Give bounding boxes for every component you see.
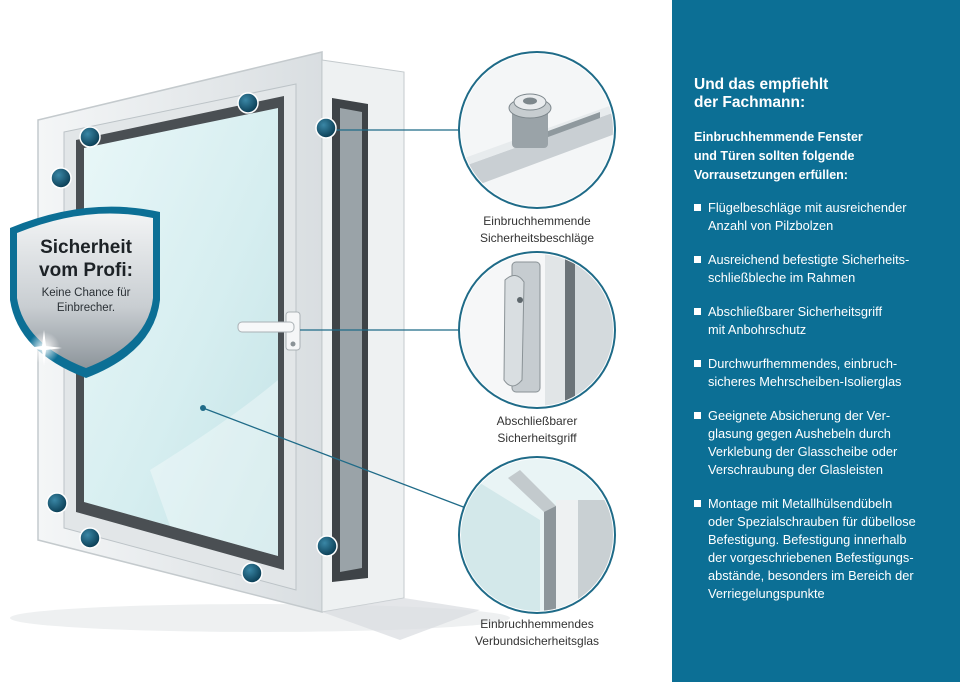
caption-security-glass: Einbruchhemmendes Verbundsicherheitsglas — [437, 616, 637, 650]
shield-inner — [17, 213, 153, 368]
list-item: Durchwurfhemmendes, einbruch- sicheres M… — [694, 355, 944, 391]
locking-point-marker — [79, 126, 101, 148]
panel-heading-line: Und das empfiehlt — [694, 76, 829, 93]
locking-point-marker — [315, 117, 337, 139]
list-item-line: glasung gegen Aushebeln durch — [708, 426, 891, 441]
badge-title-line-1: Sicherheit — [40, 237, 133, 258]
list-item-line: Ausreichend befestigte Sicherheits- — [708, 252, 910, 267]
locking-point-marker — [50, 167, 72, 189]
locking-point-marker — [79, 527, 101, 549]
list-item: Montage mit Metallhülsendübeln oder Spez… — [694, 495, 944, 603]
list-item: Flügelbeschläge mit ausreichender Anzahl… — [694, 199, 944, 235]
locking-point-marker — [237, 92, 259, 114]
caption-line: Sicherheitsgriff — [497, 431, 577, 445]
caption-line: Einbruchhemmende — [483, 214, 591, 228]
badge-flare-star — [26, 330, 62, 366]
list-item-line: Verklebung der Glasscheibe oder — [708, 444, 898, 459]
list-item-line: Befestigung. Befestigung innerhalb — [708, 532, 907, 547]
list-item: Ausreichend befestigte Sicherheits- schl… — [694, 251, 944, 287]
window-handle — [237, 311, 301, 351]
detail-circle-handle — [458, 251, 616, 409]
badge-title-line-2: vom Profi: — [39, 260, 133, 281]
sash-shadow — [322, 598, 480, 640]
list-item-line: schließbleche im Rahmen — [708, 270, 856, 285]
list-item-line: Durchwurfhemmendes, einbruch- — [708, 356, 898, 371]
panel-intro: Einbruchhemmende Fenster und Türen sollt… — [694, 128, 944, 185]
panel-intro-line: und Türen sollten folgende — [694, 149, 855, 163]
caption-security-fittings: Einbruchhemmende Sicherheitsbeschläge — [437, 213, 637, 247]
open-sash-inner — [340, 108, 362, 572]
list-item-line: Flügelbeschläge mit ausreichender — [708, 200, 907, 215]
caption-line: Einbruchhemmendes — [480, 617, 594, 631]
locking-point-marker — [241, 562, 263, 584]
list-item-line: sicheres Mehrscheiben-Isolierglas — [708, 374, 902, 389]
glass-point-marker — [200, 405, 206, 411]
callout-line-glass — [202, 407, 467, 509]
list-item: Geeignete Absicherung der Ver- glasung g… — [694, 407, 944, 479]
panel-heading-line: der Fachmann: — [694, 94, 806, 111]
caption-security-handle: Abschließbarer Sicherheitsgriff — [437, 413, 637, 447]
panel-intro-line: Vorrausetzungen erfüllen: — [694, 168, 848, 182]
locking-point-marker — [46, 492, 68, 514]
list-item-line: mit Anbohrschutz — [708, 322, 807, 337]
locking-point-markers — [46, 92, 338, 584]
caption-line: Sicherheitsbeschläge — [479, 231, 595, 245]
detail-circle-glass — [458, 456, 616, 614]
list-item-line: Anzahl von Pilzbolzen — [708, 218, 834, 233]
panel-heading: Und das empfiehlt der Fachmann: — [694, 76, 944, 112]
security-badge: Sicherheit vom Profi: Keine Chance für E… — [10, 206, 160, 378]
locking-point-marker — [316, 535, 338, 557]
list-item-line: Abschließbarer Sicherheitsgriff — [708, 304, 883, 319]
caption-line: Abschließbarer — [496, 414, 578, 428]
list-item-line: Montage mit Metallhülsendübeln — [708, 496, 893, 511]
badge-subtitle-line-2: Einbrecher. — [57, 302, 115, 314]
list-item-line: der vorgeschriebenen Befestigungs- — [708, 550, 914, 565]
panel-intro-line: Einbruchhemmende Fenster — [694, 130, 863, 144]
badge-subtitle-line-1: Keine Chance für — [42, 287, 131, 299]
caption-line: Verbundsicherheitsglas — [474, 634, 600, 648]
requirements-list: Flügelbeschläge mit ausreichender Anzahl… — [694, 199, 944, 603]
detail-circle-fittings — [458, 51, 616, 209]
list-item: Abschließbarer Sicherheitsgriff mit Anbo… — [694, 303, 944, 339]
list-item-line: Verriegelungspunkte — [708, 586, 825, 601]
recommendation-panel: Und das empfiehlt der Fachmann: Einbruch… — [672, 0, 960, 682]
list-item-line: abstände, besonders im Bereich der — [708, 568, 914, 583]
list-item-line: oder Spezialschrauben für dübellose — [708, 514, 916, 529]
window-illustration: Sicherheit vom Profi: Keine Chance für E… — [10, 51, 616, 640]
list-item-line: Geeignete Absicherung der Ver- — [708, 408, 891, 423]
list-item-line: Verschraubung der Glasleisten — [708, 462, 883, 477]
